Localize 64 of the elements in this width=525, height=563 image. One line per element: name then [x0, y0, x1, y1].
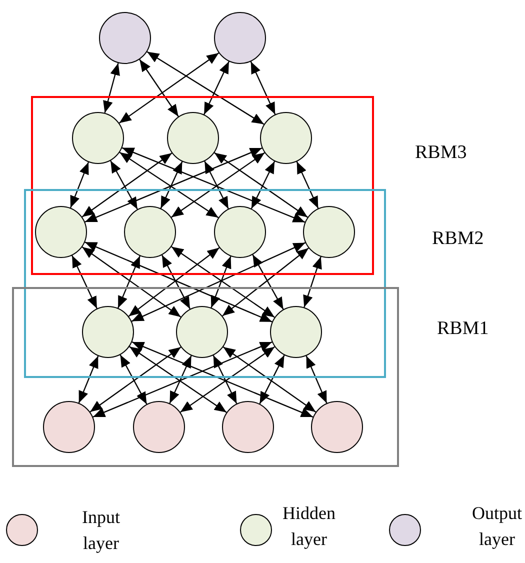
neuron-circle	[35, 206, 87, 258]
double-arrow	[103, 62, 120, 114]
neuron-circle	[133, 401, 185, 453]
double-arrow	[161, 254, 191, 310]
double-arrow	[118, 52, 220, 124]
double-arrow	[204, 61, 230, 115]
double-arrow	[82, 246, 182, 318]
double-arrow	[84, 147, 262, 223]
neuron-circle	[99, 12, 151, 64]
double-arrow	[118, 256, 140, 308]
neuron-circle	[176, 306, 228, 358]
neuron-circle	[82, 306, 134, 358]
double-arrow	[222, 346, 316, 413]
legend-label: Input layer	[81, 506, 121, 555]
legend-label: Hidden layer	[282, 502, 336, 551]
legend-label: Output layer	[470, 502, 523, 551]
double-arrow	[122, 147, 306, 223]
double-arrow	[82, 152, 172, 218]
neuron-circle	[270, 306, 322, 358]
double-arrow	[214, 152, 308, 218]
neuron-circle	[214, 206, 266, 258]
double-arrow	[212, 355, 238, 404]
double-arrow	[90, 346, 182, 412]
neuron-circle	[124, 206, 176, 258]
double-arrow	[210, 256, 232, 308]
double-arrow	[303, 256, 322, 308]
double-arrow	[146, 51, 264, 125]
double-arrow	[171, 246, 275, 318]
double-arrow	[252, 254, 284, 310]
neuron-circle	[303, 206, 355, 258]
double-arrow	[131, 242, 306, 322]
neuron-circle	[167, 112, 219, 164]
double-arrow	[120, 354, 148, 404]
double-arrow	[128, 247, 220, 317]
double-arrow	[110, 160, 138, 210]
double-arrow	[204, 160, 229, 210]
double-arrow	[250, 61, 276, 115]
double-arrow	[70, 162, 90, 208]
neuron-circle	[260, 112, 312, 164]
rbm-label: RBM1	[437, 318, 489, 340]
double-arrow	[129, 346, 227, 413]
double-arrow	[259, 354, 285, 404]
double-arrow	[72, 255, 98, 309]
double-arrow	[84, 242, 272, 322]
rbm-label: RBM3	[415, 142, 467, 164]
neuron-circle	[43, 401, 95, 453]
double-arrow	[78, 356, 99, 404]
double-arrow	[250, 161, 276, 209]
neuron-circle	[214, 12, 266, 64]
neuron-circle	[72, 112, 124, 164]
double-arrow	[171, 152, 265, 218]
double-arrow	[92, 341, 272, 418]
double-arrow	[139, 59, 179, 117]
double-arrow	[180, 346, 275, 413]
double-arrow	[169, 355, 192, 404]
double-arrow	[222, 248, 309, 316]
double-arrow	[160, 161, 183, 209]
double-arrow	[132, 341, 314, 418]
double-arrow	[296, 161, 319, 209]
double-arrow	[119, 152, 219, 218]
double-arrow	[306, 356, 328, 404]
neuron-circle	[311, 401, 363, 453]
neuron-circle	[222, 401, 274, 453]
rbm-label: RBM2	[432, 228, 484, 250]
